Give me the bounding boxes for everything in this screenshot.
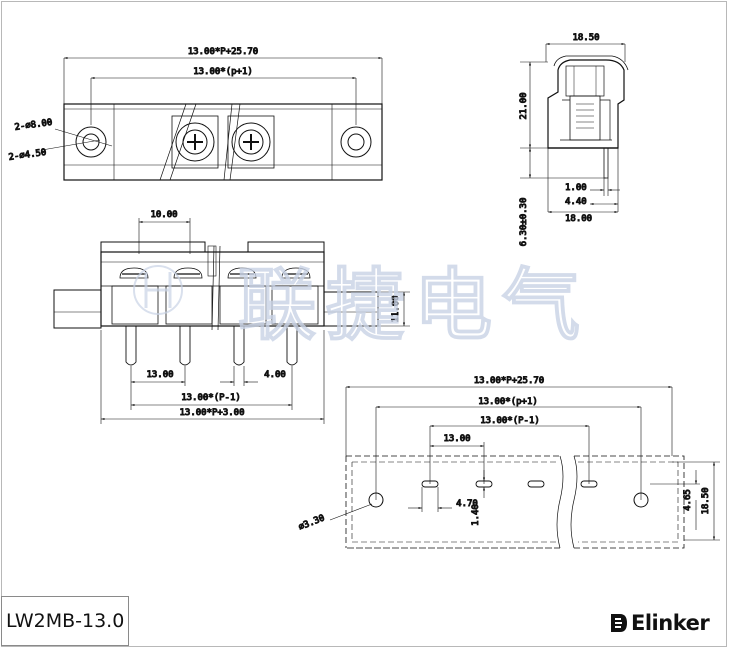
pcb-row-offset: 4.65 bbox=[683, 489, 693, 511]
pcb-overall-dim: 13.00*P+25.70 bbox=[474, 376, 544, 386]
pcb-layout-view: 13.00*P+25.70 13.00*(p+1) 13.00*(P-1) 13… bbox=[297, 376, 720, 549]
side-view: 18.50 21.00 1.00 4.40 18.00 6.30±0.30 bbox=[519, 33, 629, 247]
side-pin-thickness: 1.00 bbox=[565, 183, 587, 193]
top-view: 13.00*P+25.70 13.00*(p+1) 2-⌀8.00 bbox=[8, 47, 383, 181]
elinker-logo-icon bbox=[611, 614, 627, 632]
pcb-slot-pitch: 4.70 bbox=[456, 499, 478, 509]
front-screw-pitch: 10.00 bbox=[150, 210, 177, 220]
side-width-dim: 18.50 bbox=[572, 33, 599, 43]
top-hole-small: 2-⌀4.50 bbox=[8, 148, 47, 163]
watermark-logo bbox=[133, 265, 183, 315]
side-pin-offset: 4.40 bbox=[565, 197, 587, 207]
side-base-width: 18.00 bbox=[565, 214, 592, 224]
model-label: LW2MB-13.0 bbox=[1, 596, 129, 646]
pcb-pin-span: 13.00*(P-1) bbox=[480, 416, 540, 426]
front-view: 10.00 bbox=[53, 210, 410, 424]
pcb-hole-dia: ⌀3.30 bbox=[297, 513, 326, 532]
front-pin-span: 13.00*(P-1) bbox=[181, 393, 241, 403]
top-hole-large: 2-⌀8.00 bbox=[14, 118, 53, 133]
side-height-dim: 21.00 bbox=[519, 92, 529, 119]
top-overall-dim: 13.00*P+25.70 bbox=[188, 47, 258, 57]
top-pitch-dim: 13.00*(p+1) bbox=[193, 67, 253, 77]
pcb-pitch-span: 13.00*(p+1) bbox=[478, 397, 538, 407]
front-overall-dim: 13.00*P+3.00 bbox=[179, 408, 244, 418]
brand-name: Elinker bbox=[631, 611, 710, 635]
side-pin-length: 6.30±0.30 bbox=[519, 198, 529, 247]
pcb-slot-width: 1.40 bbox=[471, 504, 481, 526]
brand-logo: Elinker bbox=[610, 611, 710, 635]
pcb-depth-dim: 18.50 bbox=[701, 487, 711, 514]
watermark: 联捷电气 bbox=[238, 261, 590, 351]
pcb-pitch-dim: 13.00 bbox=[443, 434, 470, 444]
front-height-dim: 11.00 bbox=[391, 295, 401, 322]
front-pin-width: 4.00 bbox=[264, 370, 286, 380]
front-pitch-dim: 13.00 bbox=[146, 370, 173, 380]
